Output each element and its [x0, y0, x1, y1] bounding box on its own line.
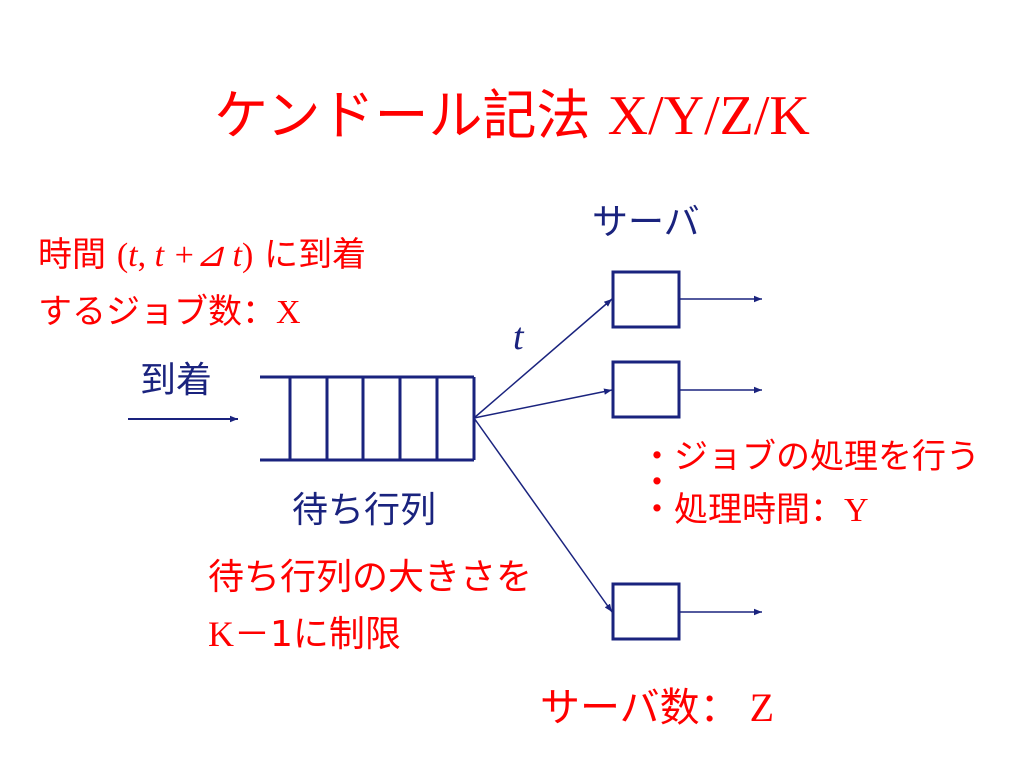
- dispatch-arrow-server-2: [473, 388, 613, 419]
- interval-comma: ,: [137, 237, 155, 274]
- arrival-rate-variable: ：X: [242, 294, 301, 331]
- arrival-rate-prefix: 時間: [38, 235, 117, 275]
- server-box: [611, 270, 681, 329]
- slide-title: ケンドール記法 X/Y/Z/K: [0, 88, 1024, 144]
- server-note-variable: ：Y: [810, 492, 869, 529]
- interval-close-paren: ): [241, 237, 254, 274]
- title-notation: X/Y/Z/K: [607, 85, 810, 147]
- arrival-rate-job-count: するジョブ数: [38, 292, 242, 332]
- server-note-1: ・ジョブの処理を行う: [640, 440, 980, 474]
- interval-t3: t: [232, 237, 242, 274]
- server-note-process-job: ジョブの処理を行う: [674, 437, 980, 477]
- server-count-label: サーバ数: [540, 685, 700, 731]
- arrival-label: 到着: [140, 360, 213, 401]
- arrival-rate-line-1: 時間 (t, t +⊿ t) に到着: [38, 238, 366, 273]
- arrival-rate-line-2: するジョブ数：X: [38, 295, 301, 330]
- interval-plus-delta: +⊿: [164, 237, 233, 274]
- arrival-rate-suffix: に到着: [253, 235, 367, 275]
- server-note-processing-time: 処理時間: [674, 490, 810, 530]
- server-count-variable: ： Z: [699, 685, 775, 730]
- server-box: [611, 582, 681, 641]
- bullet: ・: [640, 463, 674, 503]
- service-time-t-label: t: [513, 316, 524, 358]
- queue-limit-k: K: [208, 614, 234, 654]
- queue-label: 待ち行列: [292, 490, 437, 531]
- server-note-2: ・処理時間：Y: [640, 493, 869, 528]
- server-label: サーバ: [592, 202, 700, 243]
- dispatch-arrow-server-1: [473, 298, 613, 419]
- interval-t2: t: [154, 237, 165, 274]
- queue-limit-line-1: 待ち行列の大きさを: [208, 557, 533, 598]
- dispatch-arrow-server-3: [473, 417, 613, 613]
- server-box: [611, 360, 681, 419]
- interval-t1: t: [128, 237, 138, 274]
- dispatch-arrows: [473, 298, 613, 613]
- bullet: ・: [640, 437, 674, 477]
- queue-limit-rest: －1に制限: [234, 614, 401, 655]
- output-arrows: [679, 295, 762, 616]
- queue-buffer: [260, 375, 476, 462]
- interval-open-paren: (: [116, 237, 129, 274]
- servers: [611, 270, 681, 641]
- title-japanese: ケンドール記法: [214, 84, 608, 147]
- queue-limit-line-2: K－1に制限: [208, 616, 401, 653]
- server-count: サーバ数： Z: [540, 685, 775, 731]
- bullet: ・: [640, 490, 674, 530]
